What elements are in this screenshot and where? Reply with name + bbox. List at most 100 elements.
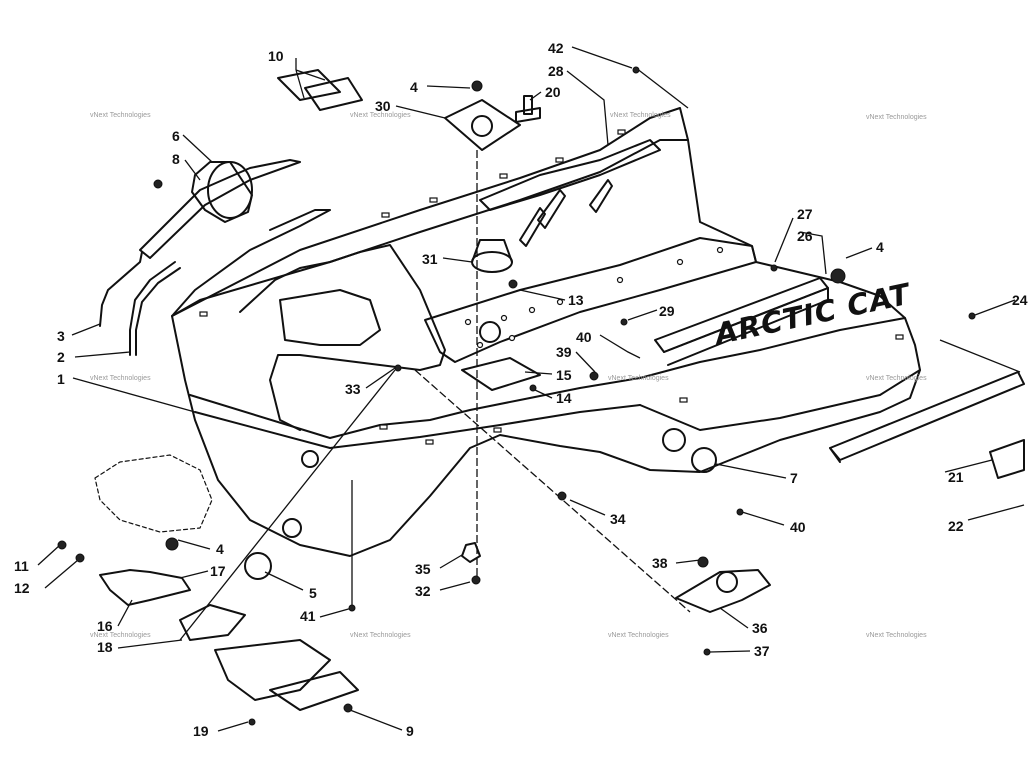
cowl-trim-strip [139,159,301,259]
leader-2 [74,351,131,358]
callout-13: 13 [568,292,584,308]
callout-11: 11 [14,558,29,574]
front-cowl-inner [239,244,446,431]
callout-31: 31 [422,251,438,267]
side-panel-edge [639,369,921,431]
callout-1: 1 [57,371,65,387]
bolt-33 [394,364,402,372]
bumper-bar-outer [99,251,143,327]
floor-hole-2 [500,314,508,322]
bolt-13 [508,279,518,289]
leader-42 [571,46,633,69]
watermark-1: vNext Technologies [90,112,151,119]
bolt-24 [968,312,976,320]
long-trim-strip [171,209,331,317]
leader-26 [799,231,827,275]
watermark-10: vNext Technologies [608,632,669,639]
bolt-9 [343,703,353,713]
steering-boot-body [471,239,513,263]
leader-31 [442,257,473,263]
leader-36 [719,607,749,629]
clip-39 [589,371,599,381]
leader-5 [264,571,304,591]
callout-41: 41 [300,608,316,624]
callout-37: 37 [754,643,770,659]
leader-9 [349,709,403,731]
leader-40a [599,334,641,359]
washer-12 [75,553,85,563]
centerline-bracket [179,369,396,641]
belly-pan-outline [171,107,921,557]
callout-14: 14 [556,390,572,406]
callout-8: 8 [172,151,180,167]
watermark-7: vNext Technologies [866,375,927,382]
bracket-18 [179,604,246,641]
callout-27: 27 [797,206,813,222]
floor-plate [424,237,757,363]
deck-slot-1 [537,189,566,229]
leader-34 [569,499,606,516]
callout-40-lower: 40 [790,519,806,535]
callout-33: 33 [345,381,361,397]
callout-29: 29 [659,303,675,319]
leader-11 [37,544,61,566]
leader-27 [774,217,794,263]
leader-40b [741,511,785,526]
belly-pan-inner-edge [189,317,906,439]
bumper-bar-inner-2 [135,267,181,356]
belly-pan-lower-lip [194,404,641,449]
plate-lower-2 [269,671,359,711]
leader-17 [179,570,209,579]
watermark-8: vNext Technologies [90,632,151,639]
rivet-19 [248,718,256,726]
callout-17: 17 [210,563,226,579]
plate-hole-15 [479,321,501,343]
callout-42: 42 [548,40,564,56]
leader-28 [566,70,609,146]
floor-hole-5 [616,276,624,284]
leader-41 [319,480,353,618]
hole-side [301,450,319,468]
watermark-2: vNext Technologies [350,112,411,119]
boot-plate-hole [471,115,493,137]
leader-13 [519,289,566,301]
boot-plate [444,99,521,151]
callout-15: 15 [556,367,572,383]
leader-20 [529,91,542,101]
side-rail-26-lower [663,287,829,366]
leader-16 [117,599,133,627]
slot-3 [429,197,438,203]
steering-boot [471,251,513,273]
leader-33 [365,367,396,389]
leader-3 [71,323,101,336]
ghost-outline [94,454,213,533]
leader-24 [939,299,1021,373]
leader-4c [177,539,211,550]
rivet-29 [620,318,628,326]
slot-1 [199,311,208,317]
callout-28: 28 [548,63,564,79]
floor-hole-6 [676,258,684,266]
leader-8 [184,159,201,181]
bolt-4a [471,80,483,92]
watermark-5: vNext Technologies [90,375,151,382]
nut-4c [165,537,179,551]
callout-4: 4 [410,79,418,95]
post-20-base [515,107,541,123]
leader-10 [295,58,326,99]
bolt-14 [529,384,537,392]
callout-18: 18 [97,639,113,655]
watermark-11: vNext Technologies [866,632,927,639]
running-board [829,371,1025,461]
grommet-7 [691,447,717,473]
deck-slot-3 [519,207,546,247]
callout-5: 5 [309,585,317,601]
bumper-bar-inner [129,261,176,356]
leader-37 [709,650,751,653]
leader-7 [715,463,787,479]
callout-4-right: 4 [876,239,884,255]
leader-15 [524,371,553,375]
hole-front [662,428,686,452]
running-board-end [989,439,1025,479]
